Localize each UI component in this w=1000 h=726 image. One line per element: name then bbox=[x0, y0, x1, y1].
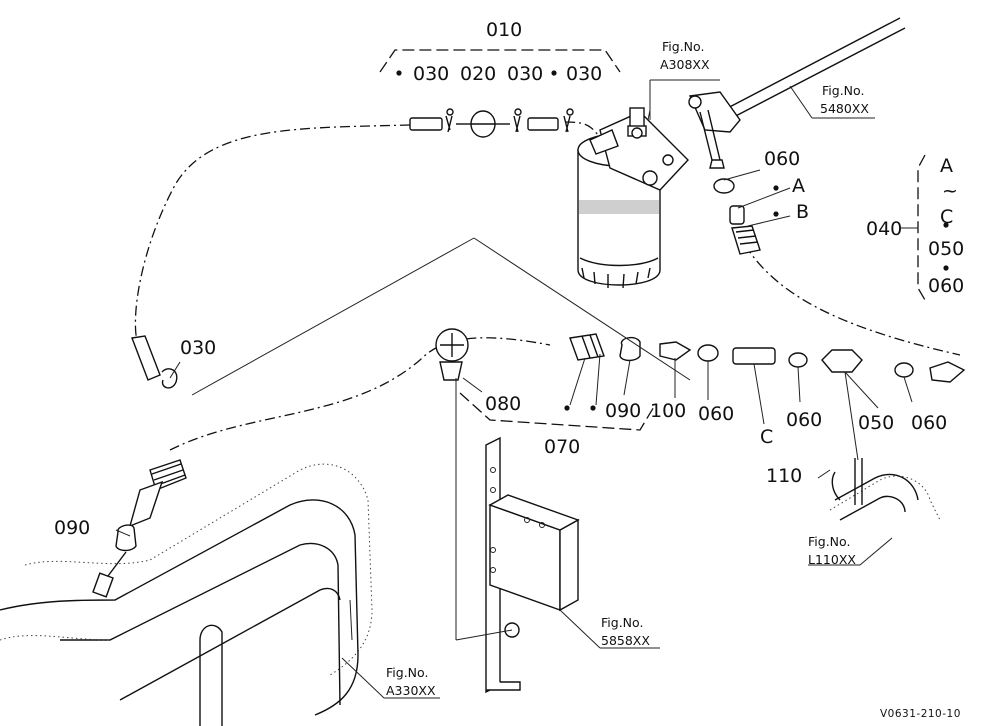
label-030-left: 030 bbox=[413, 63, 449, 85]
figref-a308: Fig.No. A308XX bbox=[660, 39, 710, 72]
group-bracket-010 bbox=[379, 49, 621, 73]
stack-C: C bbox=[940, 206, 953, 228]
figref-5480-code: 5480XX bbox=[820, 101, 869, 116]
hose-clip-080 bbox=[435, 328, 469, 381]
figref-a308-code: A308XX bbox=[660, 57, 710, 72]
label-060-far: 060 bbox=[911, 412, 947, 434]
stack-A: A bbox=[940, 155, 953, 177]
group-bracket-070 bbox=[459, 392, 656, 431]
label-030-tank: 030 bbox=[180, 337, 216, 359]
fuel-lines bbox=[131, 121, 961, 451]
leader-lines bbox=[115, 79, 913, 699]
hose-assembly-010 bbox=[409, 108, 574, 138]
label-090-train: 090 bbox=[605, 400, 641, 422]
figref-a330-code: A330XX bbox=[386, 683, 436, 698]
label-060-right: 060 bbox=[786, 409, 822, 431]
bracket-5858 bbox=[485, 436, 580, 694]
stack-tilde: ~ bbox=[942, 180, 958, 202]
label-090-tank: 090 bbox=[54, 517, 90, 539]
figref-5858-title: Fig.No. bbox=[601, 615, 643, 630]
fuel-tank bbox=[0, 463, 373, 726]
figref-5858: Fig.No. 5858XX bbox=[601, 615, 650, 648]
figref-l110-code: L110XX bbox=[808, 552, 856, 567]
label-070: 070 bbox=[544, 436, 580, 458]
parts-train bbox=[569, 333, 966, 383]
label-B: B bbox=[796, 201, 809, 223]
label-060-top: 060 bbox=[764, 148, 800, 170]
upper-connector bbox=[713, 178, 761, 255]
label-040: 040 bbox=[866, 218, 902, 240]
label-110: 110 bbox=[766, 465, 802, 487]
label-050: 050 bbox=[858, 412, 894, 434]
figref-5858-code: 5858XX bbox=[601, 633, 650, 648]
label-030-mid: 030 bbox=[507, 63, 543, 85]
label-010: 010 bbox=[486, 19, 522, 41]
figref-l110: Fig.No. L110XX bbox=[808, 534, 856, 567]
tank-outlet-fitting bbox=[107, 459, 187, 577]
label-100: 100 bbox=[650, 400, 686, 422]
label-A: A bbox=[792, 175, 805, 197]
stack-060: 060 bbox=[928, 275, 964, 297]
label-080: 080 bbox=[485, 393, 521, 415]
figref-5480: Fig.No. 5480XX bbox=[820, 83, 869, 116]
figref-a308-title: Fig.No. bbox=[662, 39, 704, 54]
figref-a330-title: Fig.No. bbox=[386, 665, 428, 680]
label-060-mid: 060 bbox=[698, 403, 734, 425]
group-bracket-040 bbox=[917, 154, 926, 301]
fuel-filter bbox=[577, 107, 689, 289]
stack-050: 050 bbox=[928, 238, 964, 260]
figref-5480-title: Fig.No. bbox=[822, 83, 864, 98]
frame-l110 bbox=[829, 458, 941, 521]
figref-l110-title: Fig.No. bbox=[808, 534, 850, 549]
label-C: C bbox=[760, 426, 773, 448]
label-030-right: 030 bbox=[566, 63, 602, 85]
bullet-dots bbox=[396, 70, 949, 411]
label-020: 020 bbox=[460, 63, 496, 85]
figref-a330: Fig.No. A330XX bbox=[386, 665, 436, 698]
injection-pipe bbox=[688, 17, 906, 169]
drawing-id: V0631-210-10 bbox=[880, 708, 961, 720]
